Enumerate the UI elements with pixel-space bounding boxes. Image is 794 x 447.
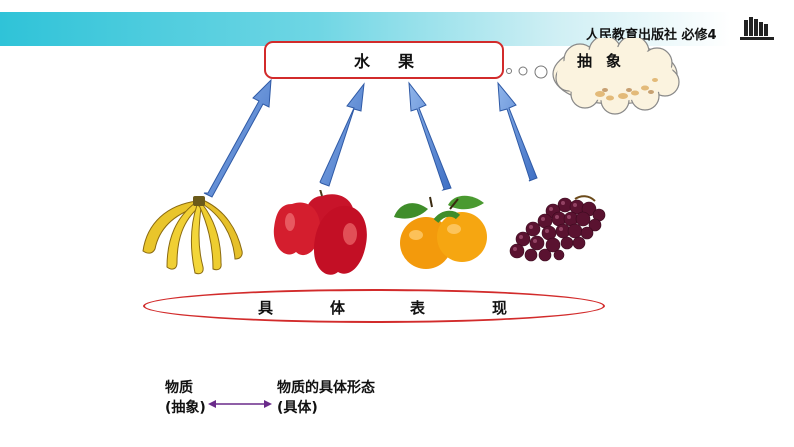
bottom-word-3: 表 xyxy=(410,299,426,317)
apple-image xyxy=(270,190,370,282)
header-band xyxy=(0,12,794,46)
legend-left-line2: (抽象) xyxy=(165,400,206,416)
legend-left-line1: 物质 xyxy=(165,380,193,396)
legend-right: 物质的具体形态 (具体) xyxy=(277,378,375,418)
arrow-apple xyxy=(319,82,365,187)
bottom-word-4: 现 xyxy=(492,299,508,317)
bottom-word-1: 具 xyxy=(258,299,274,317)
publisher-label: 人民教育出版社 必修4 xyxy=(586,28,717,43)
arrow-orange xyxy=(408,81,452,191)
fruit-category-box: 水果 xyxy=(264,41,504,79)
arrow-banana xyxy=(203,78,272,198)
orange-image xyxy=(394,195,487,269)
books-logo-icon xyxy=(740,17,774,40)
arrow-grapes xyxy=(497,81,538,182)
abstract-label: 抽象 xyxy=(577,52,636,70)
bidirectional-arrow-icon xyxy=(208,400,272,408)
banana-image xyxy=(142,196,243,275)
grapes-image xyxy=(509,195,606,262)
abstract-thought-cloud xyxy=(506,38,680,115)
bottom-word-2: 体 xyxy=(330,299,346,317)
concrete-forms-box xyxy=(143,289,605,323)
legend-right-line2: (具体) xyxy=(277,400,318,416)
legend-right-line1: 物质的具体形态 xyxy=(277,380,375,396)
legend-left: 物质 (抽象) xyxy=(165,378,206,418)
